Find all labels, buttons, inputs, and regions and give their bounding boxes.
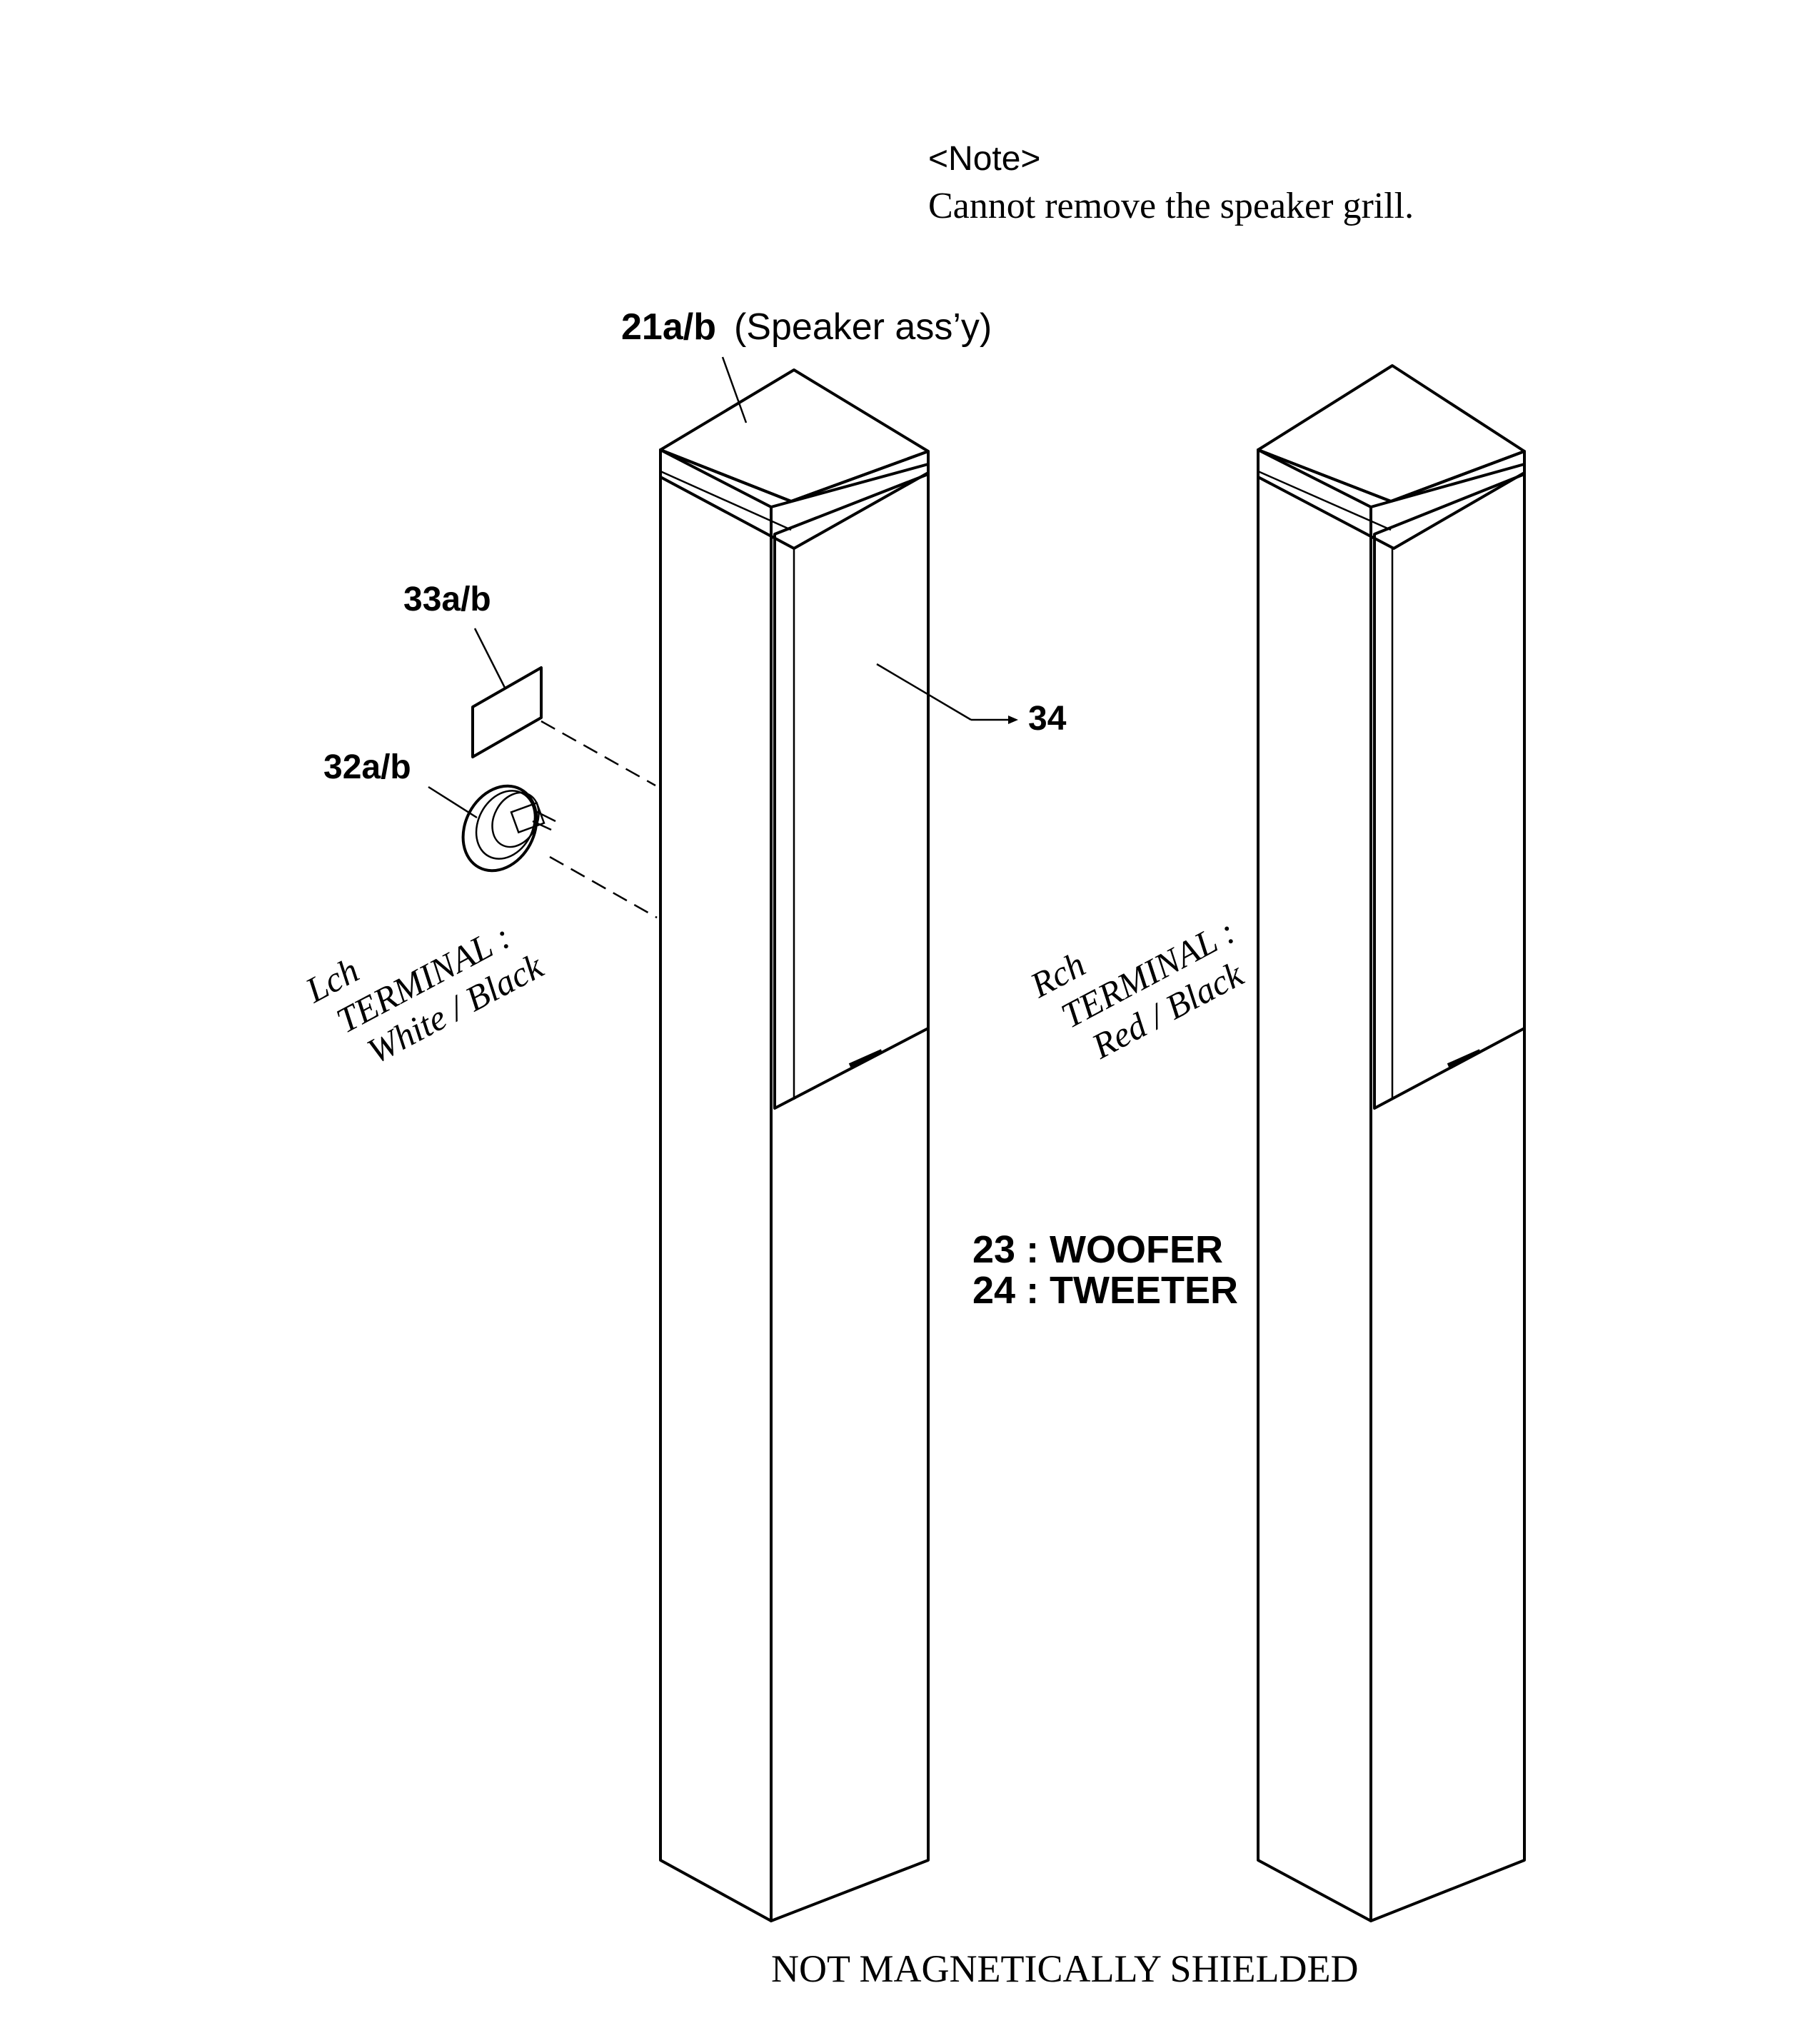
part-34-label: 34 — [1028, 700, 1067, 738]
left-speaker-cap-edge — [659, 448, 930, 550]
left-speaker-top-cap — [659, 368, 930, 503]
label-plate-part-33 — [471, 666, 543, 758]
left-terminal-label: Lch TERMINAL : White / Black — [298, 916, 550, 1072]
right-speaker-grill — [1373, 473, 1526, 1110]
right-speaker — [1257, 364, 1526, 1922]
left-speaker-grill — [773, 473, 930, 1110]
right-speaker-left-face — [1257, 448, 1372, 1922]
right-speaker-front-face — [1369, 463, 1526, 1922]
right-speaker-top-cap — [1257, 364, 1526, 503]
right-speaker-cap-edge — [1257, 448, 1526, 550]
speaker-assy-number: 21a/b — [621, 306, 716, 348]
note-text: Cannot remove the speaker grill. — [928, 186, 1414, 226]
note-heading: <Note> — [928, 140, 1040, 178]
left-speaker-front-face — [770, 463, 930, 1922]
part-32-label: 32a/b — [323, 748, 411, 786]
right-terminal-label: Rch TERMINAL : Red / Black — [1023, 911, 1250, 1067]
tweeter-label: 24 : TWEETER — [972, 1269, 1238, 1312]
speaker-assy-name: (Speaker ass’y) — [734, 306, 992, 348]
speaker-assy-label: 21a/b (Speaker ass’y) — [621, 306, 992, 348]
woofer-label: 23 : WOOFER — [972, 1228, 1223, 1271]
left-speaker — [659, 368, 930, 1922]
part-33-label: 33a/b — [403, 581, 491, 618]
left-speaker-left-face — [659, 448, 773, 1922]
terminal-part-32 — [461, 784, 556, 873]
footer-note: NOT MAGNETICALLY SHIELDED — [771, 1947, 1359, 1990]
